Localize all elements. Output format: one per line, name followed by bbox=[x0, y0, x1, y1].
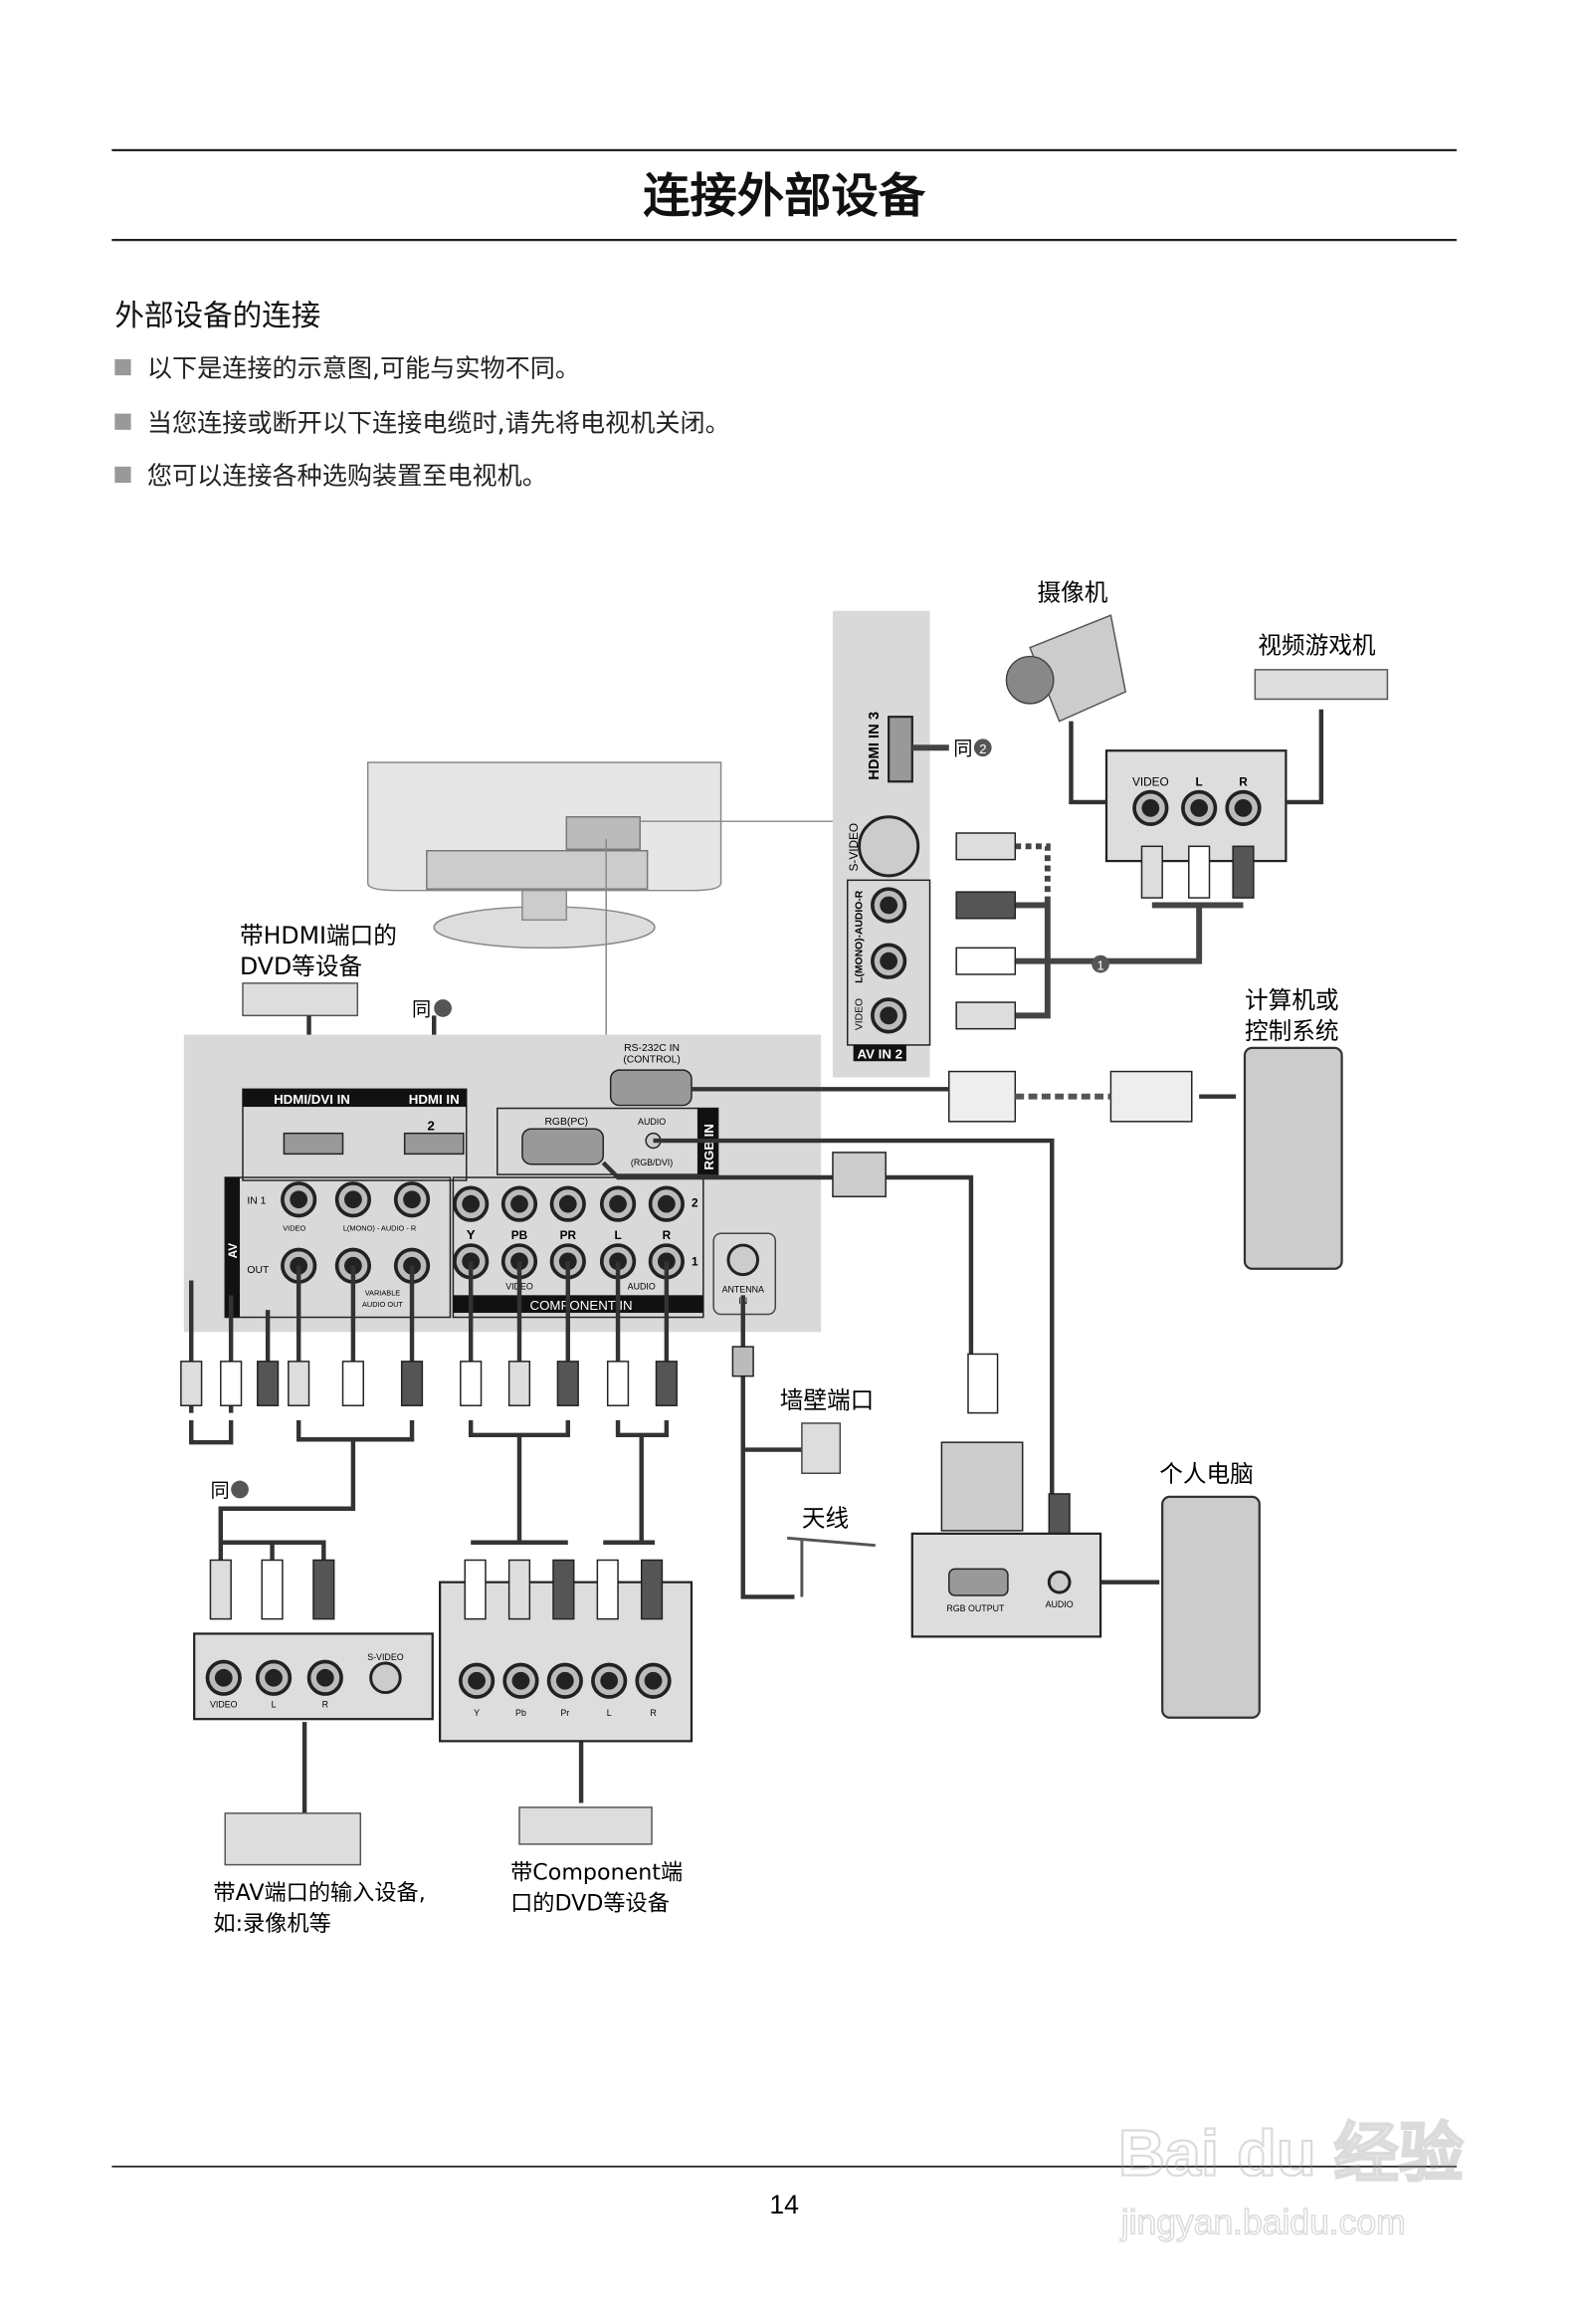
audio-label: L(MONO)-AUDIO-R bbox=[855, 890, 866, 983]
comp-box-pb-label: Pb bbox=[515, 1708, 526, 1718]
main-panel: HDMI/DVI IN HDMI IN 2 RS-232C IN (CONTRO… bbox=[183, 1034, 822, 1333]
rgb-pc-label: RGB(PC) bbox=[544, 1117, 588, 1128]
audio-out-label: AUDIO OUT bbox=[362, 1300, 403, 1309]
pc-tower-icon bbox=[1161, 1495, 1261, 1719]
av-device-label: 带AV端口的输入设备, bbox=[213, 1880, 425, 1906]
hdmi-dvd-label: DVD等设备 bbox=[240, 952, 362, 980]
hdmi-num-label: 2 bbox=[428, 1119, 435, 1134]
tv-back-illustration bbox=[366, 761, 833, 1035]
bullet-icon bbox=[114, 413, 131, 430]
bullet-text: 以下是连接的示意图,可能与实物不同。 bbox=[147, 354, 580, 383]
pc-label: 个人电脑 bbox=[1159, 1460, 1254, 1488]
avin2-label: AV IN 2 bbox=[857, 1046, 902, 1061]
av-device-label: 如:录像机等 bbox=[213, 1911, 330, 1937]
r-label: R bbox=[663, 1228, 672, 1242]
comp-audio-label: AUDIO bbox=[628, 1281, 656, 1291]
section-heading: 外部设备的连接 bbox=[114, 299, 320, 332]
av-box-l-label: L bbox=[272, 1699, 277, 1709]
game-console-label: 视频游戏机 bbox=[1258, 632, 1376, 660]
side-panel: HDMI IN 3 S-VIDEO L(MONO)-AUDIO-R VIDEO … bbox=[832, 610, 931, 1078]
hdmi3-label: HDMI IN 3 bbox=[867, 712, 883, 780]
hdmi-dvi-label: HDMI/DVI IN bbox=[274, 1092, 350, 1107]
same-ref-1: 同 bbox=[210, 1479, 229, 1502]
comp-box-r-label: R bbox=[650, 1708, 656, 1718]
audio-r-jack bbox=[871, 887, 907, 924]
av-video-label: VIDEO bbox=[283, 1223, 305, 1232]
av-box-r-label: R bbox=[322, 1699, 328, 1709]
svideo-port bbox=[858, 815, 920, 878]
hdmi-in-label: HDMI IN bbox=[409, 1092, 460, 1107]
camcorder-label: 摄像机 bbox=[1037, 578, 1107, 606]
pc-control-label: 计算机或 bbox=[1245, 986, 1339, 1014]
comp-box-pr-label: Pr bbox=[560, 1708, 569, 1718]
component-device-label: 带Component端 bbox=[510, 1859, 683, 1885]
game-console-icon bbox=[1254, 669, 1389, 701]
page-title: 连接外部设备 bbox=[643, 169, 925, 224]
component-dvd-icon bbox=[518, 1806, 653, 1845]
camcorder-icon bbox=[1005, 614, 1127, 723]
av-box-video-label: VIDEO bbox=[210, 1699, 238, 1709]
comp-box-y-label: Y bbox=[474, 1708, 480, 1718]
component-in-label: COMPONENT IN bbox=[529, 1298, 632, 1313]
variable-label: VARIABLE bbox=[365, 1288, 401, 1297]
hdmi-dvd-icon bbox=[242, 982, 359, 1017]
ref-number: 2 bbox=[979, 741, 986, 756]
pc-audio-label: AUDIO bbox=[1046, 1599, 1074, 1609]
wall-outlet-icon bbox=[801, 1422, 842, 1474]
av-audio-label: L(MONO) - AUDIO - R bbox=[343, 1223, 416, 1232]
rs232-label: RS-232C IN bbox=[624, 1043, 680, 1054]
side-plugs bbox=[955, 832, 1017, 1030]
rgb-output-label: RGB OUTPUT bbox=[946, 1603, 1005, 1613]
svg-text:Bai du 经验: Bai du 经验 bbox=[1118, 2117, 1464, 2190]
ref-number: 1 bbox=[1096, 958, 1103, 973]
comp1-label: 1 bbox=[692, 1255, 698, 1269]
in1-label: IN 1 bbox=[247, 1196, 266, 1207]
hdmi-dvd-label: 带HDMI端口的 bbox=[240, 922, 397, 950]
video-label: VIDEO bbox=[855, 998, 866, 1030]
pr-label: PR bbox=[560, 1228, 577, 1242]
bottom-plugs bbox=[180, 1346, 754, 1406]
rgb-in-label: RGB IN bbox=[701, 1124, 716, 1170]
antenna-label: 天线 bbox=[802, 1504, 849, 1532]
bottom-cables bbox=[189, 1261, 1160, 1813]
audio-l-jack bbox=[871, 943, 907, 979]
rgb-audio-label: AUDIO bbox=[638, 1117, 666, 1127]
cam-r-label: R bbox=[1239, 775, 1248, 789]
bullet-icon bbox=[114, 466, 131, 484]
watermark: Bai du 经验 jingyan.baidu.com bbox=[1117, 2115, 1465, 2242]
comp2-label: 2 bbox=[692, 1196, 698, 1210]
component-device-label: 口的DVD等设备 bbox=[510, 1890, 670, 1916]
side-cables bbox=[911, 744, 1244, 1019]
comp-box-l-label: L bbox=[607, 1708, 612, 1718]
pb-label: PB bbox=[511, 1228, 527, 1242]
wall-outlet-label: 墙壁端口 bbox=[780, 1386, 875, 1414]
l-label: L bbox=[614, 1228, 621, 1242]
rgb-dvi-label: (RGB/DVI) bbox=[631, 1158, 673, 1167]
cam-video-label: VIDEO bbox=[1132, 775, 1169, 789]
av-box-svideo-label: S-VIDEO bbox=[367, 1652, 404, 1662]
antenna-icon bbox=[786, 1536, 876, 1597]
cam-l-label: L bbox=[1196, 775, 1203, 789]
control-label: (CONTROL) bbox=[623, 1055, 680, 1066]
av-label: AV bbox=[226, 1243, 240, 1259]
pc-tower-icon bbox=[1243, 1046, 1343, 1270]
vcr-icon bbox=[224, 1812, 362, 1866]
svideo-label: S-VIDEO bbox=[847, 823, 861, 872]
bullet-icon bbox=[114, 358, 131, 376]
page-number: 14 bbox=[769, 2190, 799, 2219]
out-label: OUT bbox=[247, 1265, 270, 1276]
bullet-text: 当您连接或断开以下连接电缆时,请先将电视机关闭。 bbox=[147, 408, 730, 437]
video-jack bbox=[871, 997, 907, 1034]
bullet-text: 您可以连接各种选购装置至电视机。 bbox=[147, 462, 547, 491]
pc-control-label: 控制系统 bbox=[1245, 1017, 1339, 1045]
same-ref-2: 同 bbox=[953, 738, 972, 760]
same-ref-2: 同 bbox=[412, 997, 431, 1020]
y-label: Y bbox=[467, 1227, 476, 1242]
svg-text:jingyan.baidu.com: jingyan.baidu.com bbox=[1120, 2203, 1406, 2242]
antenna-label: ANTENNA bbox=[722, 1284, 764, 1294]
